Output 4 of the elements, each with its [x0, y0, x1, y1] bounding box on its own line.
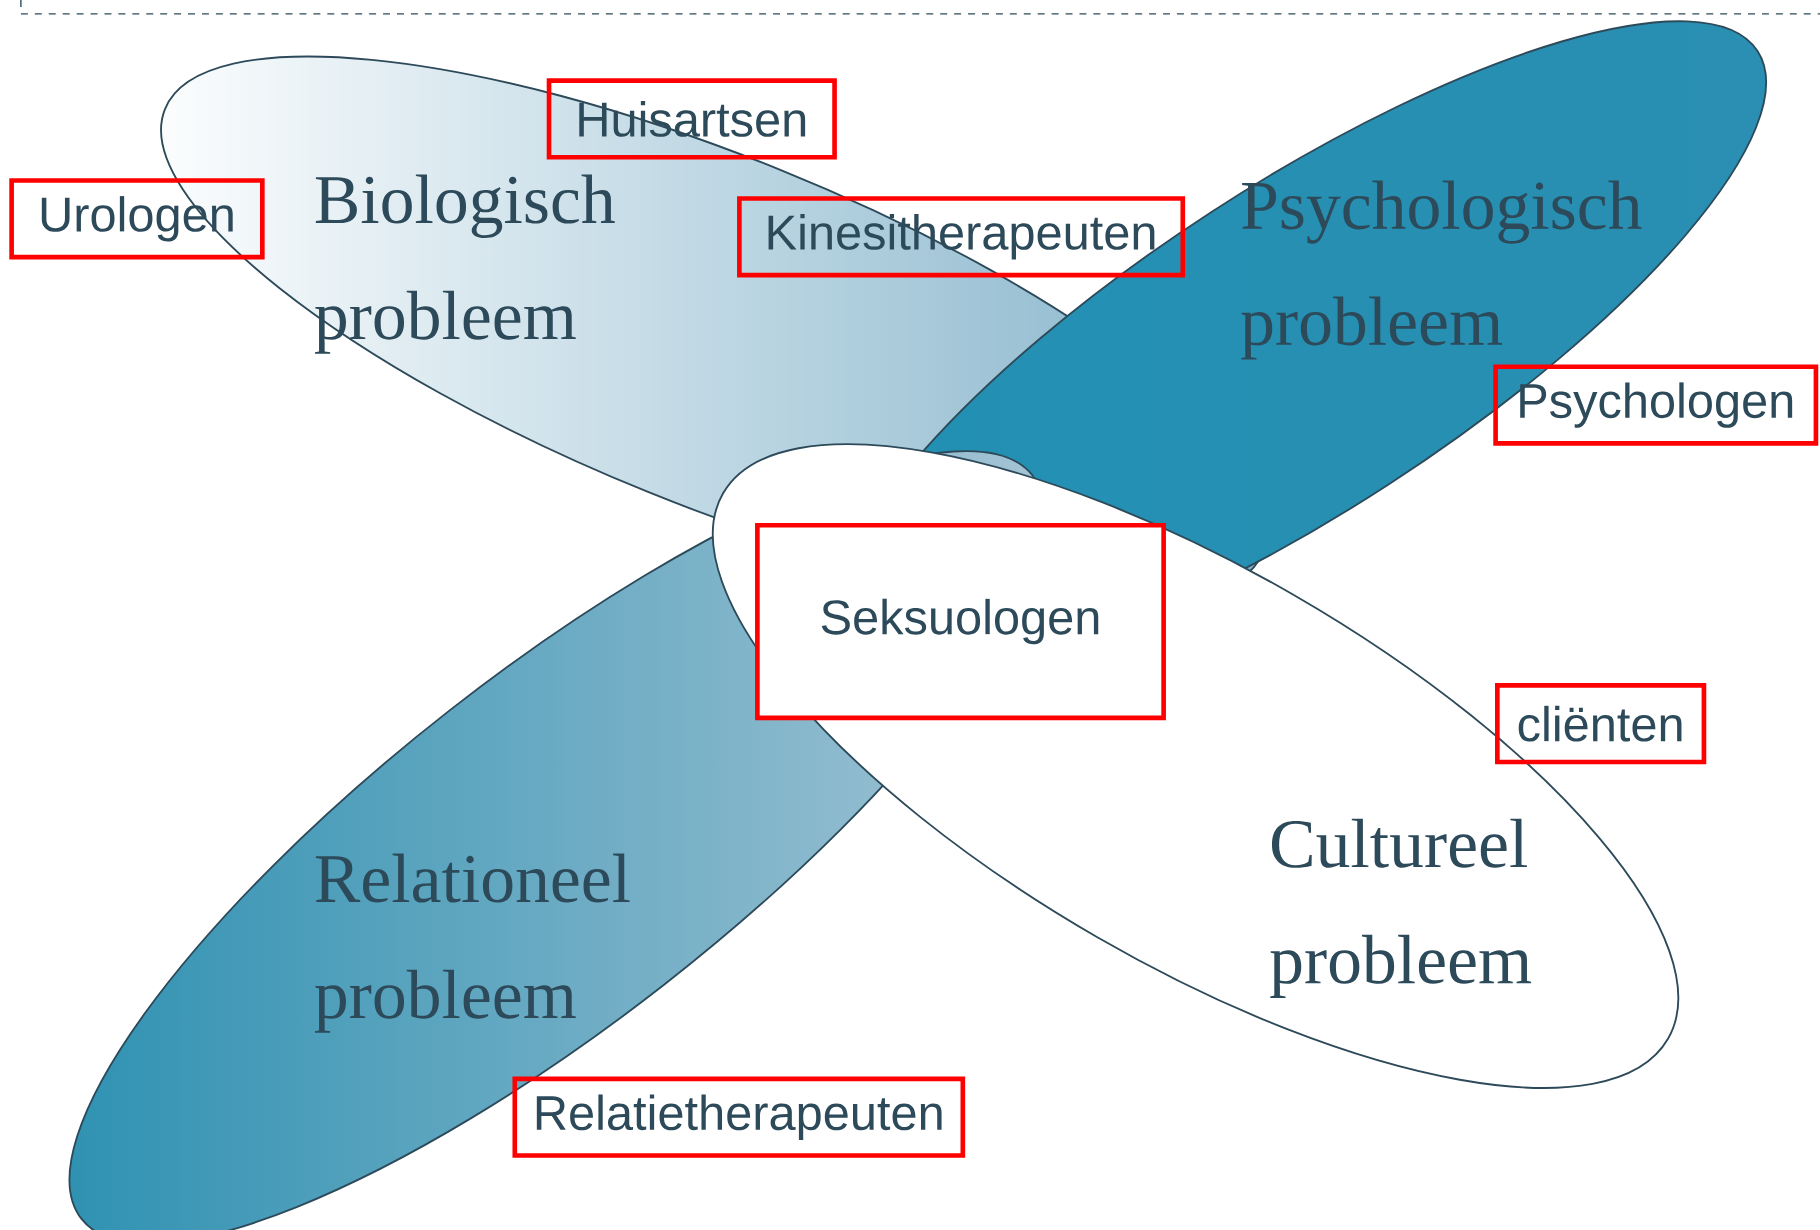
label-box: Seksuologen: [755, 522, 1166, 721]
label-box: Relatietherapeuten: [512, 1076, 966, 1158]
label-box: Psychologen: [1493, 364, 1819, 446]
label-box: cliënten: [1495, 682, 1707, 765]
